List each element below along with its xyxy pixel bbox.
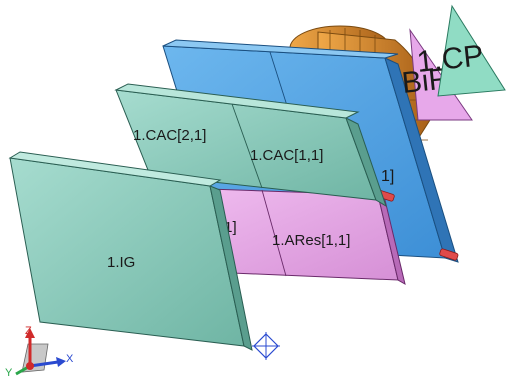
cac-panel[interactable]: 1.CAC[2,1] 1.CAC[1,1] <box>114 83 387 208</box>
axis-z-label: Z <box>25 325 32 337</box>
cac-2-1-label: 1.CAC[2,1] <box>133 127 206 144</box>
axis-triad-icon[interactable]: Z X Y <box>5 325 74 379</box>
cac-1-1-label: 1.CAC[1,1] <box>250 147 323 164</box>
input-grating-panel[interactable]: 1.IG <box>8 151 253 351</box>
axis-y-label: Y <box>5 367 13 379</box>
ares-1-1-label: 1.ARes[1,1] <box>272 232 350 249</box>
view-center-icon[interactable] <box>252 332 280 360</box>
cp-triangle[interactable]: 1.CP <box>415 4 506 97</box>
cp-label: 1.CP <box>415 39 485 79</box>
axis-x-label: X <box>66 353 74 365</box>
blue-panel-label: 1] <box>381 168 394 185</box>
ig-label: 1.IG <box>107 254 135 271</box>
